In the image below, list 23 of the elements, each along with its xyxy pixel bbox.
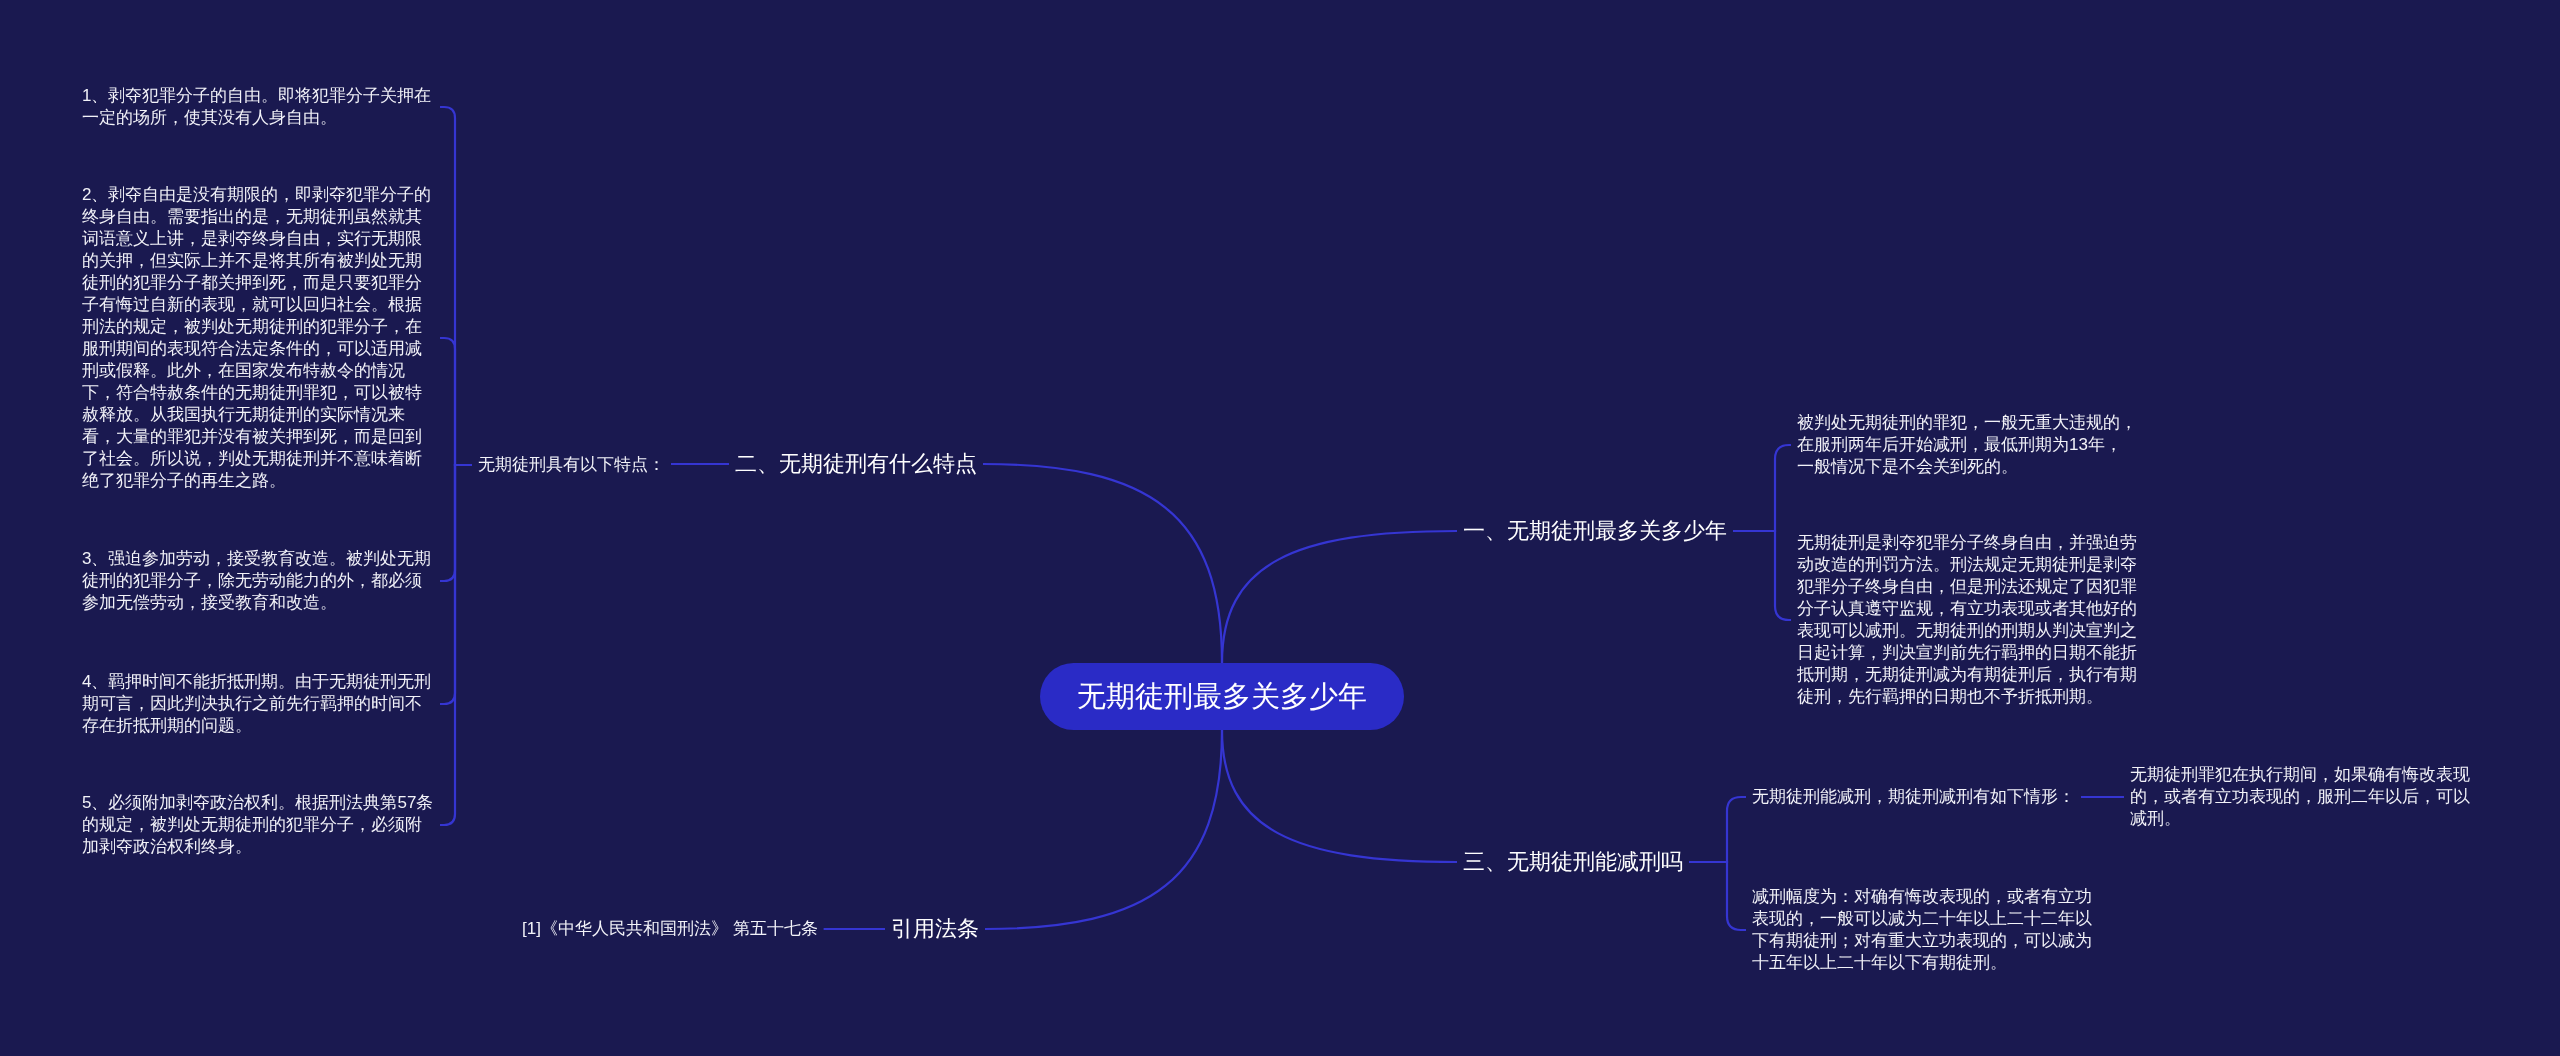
connector-line bbox=[982, 462, 1224, 664]
detail-text: 3、强迫参加劳动，接受教育改造。被判处无期徒刑的犯罪分子，除无劳动能力的外，都必须参加无偿劳动，接受教育和改造。 bbox=[76, 548, 440, 614]
connector-line bbox=[823, 927, 885, 931]
connector-line bbox=[671, 462, 729, 466]
detail-text: 无期徒刑是剥夺犯罪分子终身自由，并强迫劳动改造的刑罚方法。刑法规定无期徒刑是剥夺犯罪分子终身自由，但是刑法还规定了因犯罪分子认真遵守监规，有立功表现或者其他好的表现可以减刑。无期徒刑的刑期从判决宣判之日起计算，判决宣判前先行羁押的日期不能折抵刑期，无期徒刑减为有期徒刑后，执行有期徒刑，先行羁押的日期也不予折抵刑期。 bbox=[1791, 532, 2149, 708]
detail-text: 被判处无期徒刑的罪犯，一般无重大违规的，在服刑两年后开始减刑，最低刑期为13年，一般情况下是不会关到死的。 bbox=[1791, 412, 2144, 478]
central-topic: 无期徒刑最多关多少年 bbox=[1040, 663, 1404, 730]
detail-text: 4、羁押时间不能折抵刑期。由于无期徒刑无刑期可言，因此判决执行之前先行羁押的时间不存在折抵刑期的问题。 bbox=[76, 671, 440, 737]
connector-line bbox=[1733, 529, 1791, 622]
subtopic-text: 无期徒刑具有以下特点： bbox=[472, 454, 671, 476]
subtopic-text: 无期徒刑能减刑，期徒刑减刑有如下情形： bbox=[1746, 786, 2081, 808]
branch-topic: 引用法条 bbox=[885, 914, 985, 944]
detail-text: 5、必须附加剥夺政治权利。根据刑法典第57条的规定，被判处无期徒刑的犯罪分子，必须附加剥夺政治权利终身。 bbox=[76, 792, 440, 858]
branch-topic: 一、无期徒刑最多关多少年 bbox=[1457, 516, 1733, 546]
connector-line bbox=[2081, 795, 2124, 799]
branch-topic: 二、无期徒刑有什么特点 bbox=[729, 449, 983, 479]
detail-text: 2、剥夺自由是没有期限的，即剥夺犯罪分子的终身自由。需要指出的是，无期徒刑虽然就其词语意义上讲，是剥夺终身自由，实行无期限的关押，但实际上并不是将其所有被判处无期徒刑的犯罪分子都关押到死，而是只要犯罪分子有悔过自新的表现，就可以回归社会。根据刑法的规定，被判处无期徒刑的犯罪分子，在服刑期间的表现符合法定条件的，可以适用减刑或假释。此外，在国家发布特赦令的情况下，符合特赦条件的无期徒刑罪犯，可以被特赦释放。从我国执行无期徒刑的实际情况来看，大量的罪犯并没有被关押到死，而是回到了社会。所以说，判处无期徒刑并不意味着断绝了犯罪分子的再生之路。 bbox=[76, 184, 440, 492]
citation-text: [1]《中华人民共和国刑法》 第五十七条 bbox=[516, 918, 824, 940]
branch-topic: 三、无期徒刑能减刑吗 bbox=[1457, 847, 1689, 877]
detail-text: 无期徒刑罪犯在执行期间，如果确有悔改表现的，或者有立功表现的，服刑二年以后，可以减刑。 bbox=[2124, 764, 2488, 830]
connector-line bbox=[984, 729, 1224, 931]
detail-text: 1、剥夺犯罪分子的自由。即将犯罪分子关押在一定的场所，使其没有人身自由。 bbox=[76, 85, 440, 129]
detail-text: 减刑幅度为：对确有悔改表现的，或者有立功表现的，一般可以减为二十年以上二十二年以下有期徒刑；对有重大立功表现的，可以减为十五年以上二十年以下有期徒刑。 bbox=[1746, 886, 2104, 974]
